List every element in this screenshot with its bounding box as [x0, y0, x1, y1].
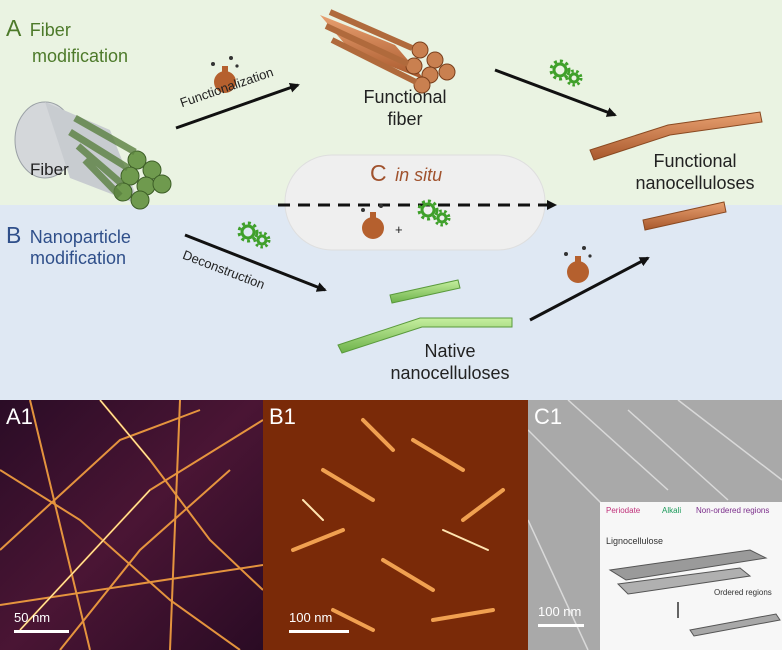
section-a-line2: modification: [32, 46, 129, 66]
diagram-graphics: +: [14, 9, 763, 354]
section-b-title: B Nanoparticle: [6, 222, 131, 249]
panel-b1-crystals: [291, 418, 505, 632]
panel-a1-scale-bar: [14, 630, 69, 633]
svg-text:+: +: [395, 222, 403, 237]
section-c-title: C in situ: [370, 160, 442, 187]
native-nanocellulose-rods: [337, 279, 513, 354]
functional-nanocelluloses-label: Functional nanocelluloses: [620, 150, 770, 194]
fiber-label: Fiber: [30, 160, 69, 179]
section-b-line1: Nanoparticle: [29, 227, 131, 247]
arrow-deconstruction: [184, 233, 327, 292]
inset-alkali: Alkali: [662, 506, 682, 515]
inset-graphics: [608, 549, 781, 637]
panel-a1-label: A1: [6, 404, 33, 429]
panel-b1-label: B1: [269, 404, 296, 429]
panel-c1-micrograph: Periodate Alkali Non-ordered regions Lig…: [528, 400, 782, 650]
functional-nanocellulose-rods: [589, 111, 763, 231]
section-a-line1: Fiber: [29, 20, 71, 40]
panel-b1-scale-bar: [289, 630, 349, 633]
functional-fiber-bundle: [320, 9, 456, 94]
panel-c1-label: C1: [534, 404, 563, 429]
functional-fiber-line2: fiber: [387, 109, 423, 129]
flask-reagent-icon: +: [361, 204, 403, 239]
arrow-to-functional-nano: [494, 68, 617, 117]
functional-fiber-label: Functional fiber: [345, 86, 465, 130]
native-line1: Native: [424, 341, 476, 361]
inset-lignocellulose: Lignocellulose: [606, 536, 664, 546]
panel-c1-scale-bar: [538, 624, 584, 627]
section-b-line2: modification: [30, 248, 127, 268]
functional-fiber-line1: Functional: [363, 87, 447, 107]
arrow-to-functional-nano-2: [529, 256, 650, 322]
arrow-functionalization: [175, 82, 300, 130]
panel-b1-micrograph: B1 100 nm: [263, 400, 528, 650]
gears-icon: [549, 59, 583, 87]
section-c-text: in situ: [395, 165, 443, 185]
gears-icon: [237, 221, 271, 249]
inset-periodate: Periodate: [606, 506, 641, 515]
functional-nano-line2: nanocelluloses: [635, 173, 755, 193]
flask-reagent-icon: [564, 246, 592, 283]
section-c-letter: C: [370, 160, 387, 186]
section-b-letter: B: [6, 222, 22, 248]
section-a-letter: A: [6, 15, 22, 41]
in-situ-pill: [284, 154, 546, 251]
panel-a1-micrograph: A1 50 nm: [0, 400, 263, 650]
fiber-bundle: [14, 101, 172, 210]
section-a-title: A Fiber: [6, 15, 71, 42]
native-line2: nanocelluloses: [390, 363, 510, 383]
native-nanocelluloses-label: Native nanocelluloses: [380, 340, 520, 384]
panel-c1-texture: [528, 400, 782, 650]
functional-nano-line1: Functional: [653, 151, 737, 171]
gears-icon: [417, 199, 451, 227]
panel-c1-inset: Periodate Alkali Non-ordered regions Lig…: [600, 502, 782, 650]
panel-a1-fibrils: [0, 400, 263, 650]
panel-c1-scale-text: 100 nm: [538, 604, 582, 619]
inset-non-ordered: Non-ordered regions: [696, 506, 770, 515]
panel-a1-scale-text: 50 nm: [14, 610, 51, 625]
flask-reagent-icon: [211, 56, 239, 93]
inset-ordered: Ordered regions: [714, 588, 772, 597]
panel-b1-scale-text: 100 nm: [289, 610, 333, 625]
